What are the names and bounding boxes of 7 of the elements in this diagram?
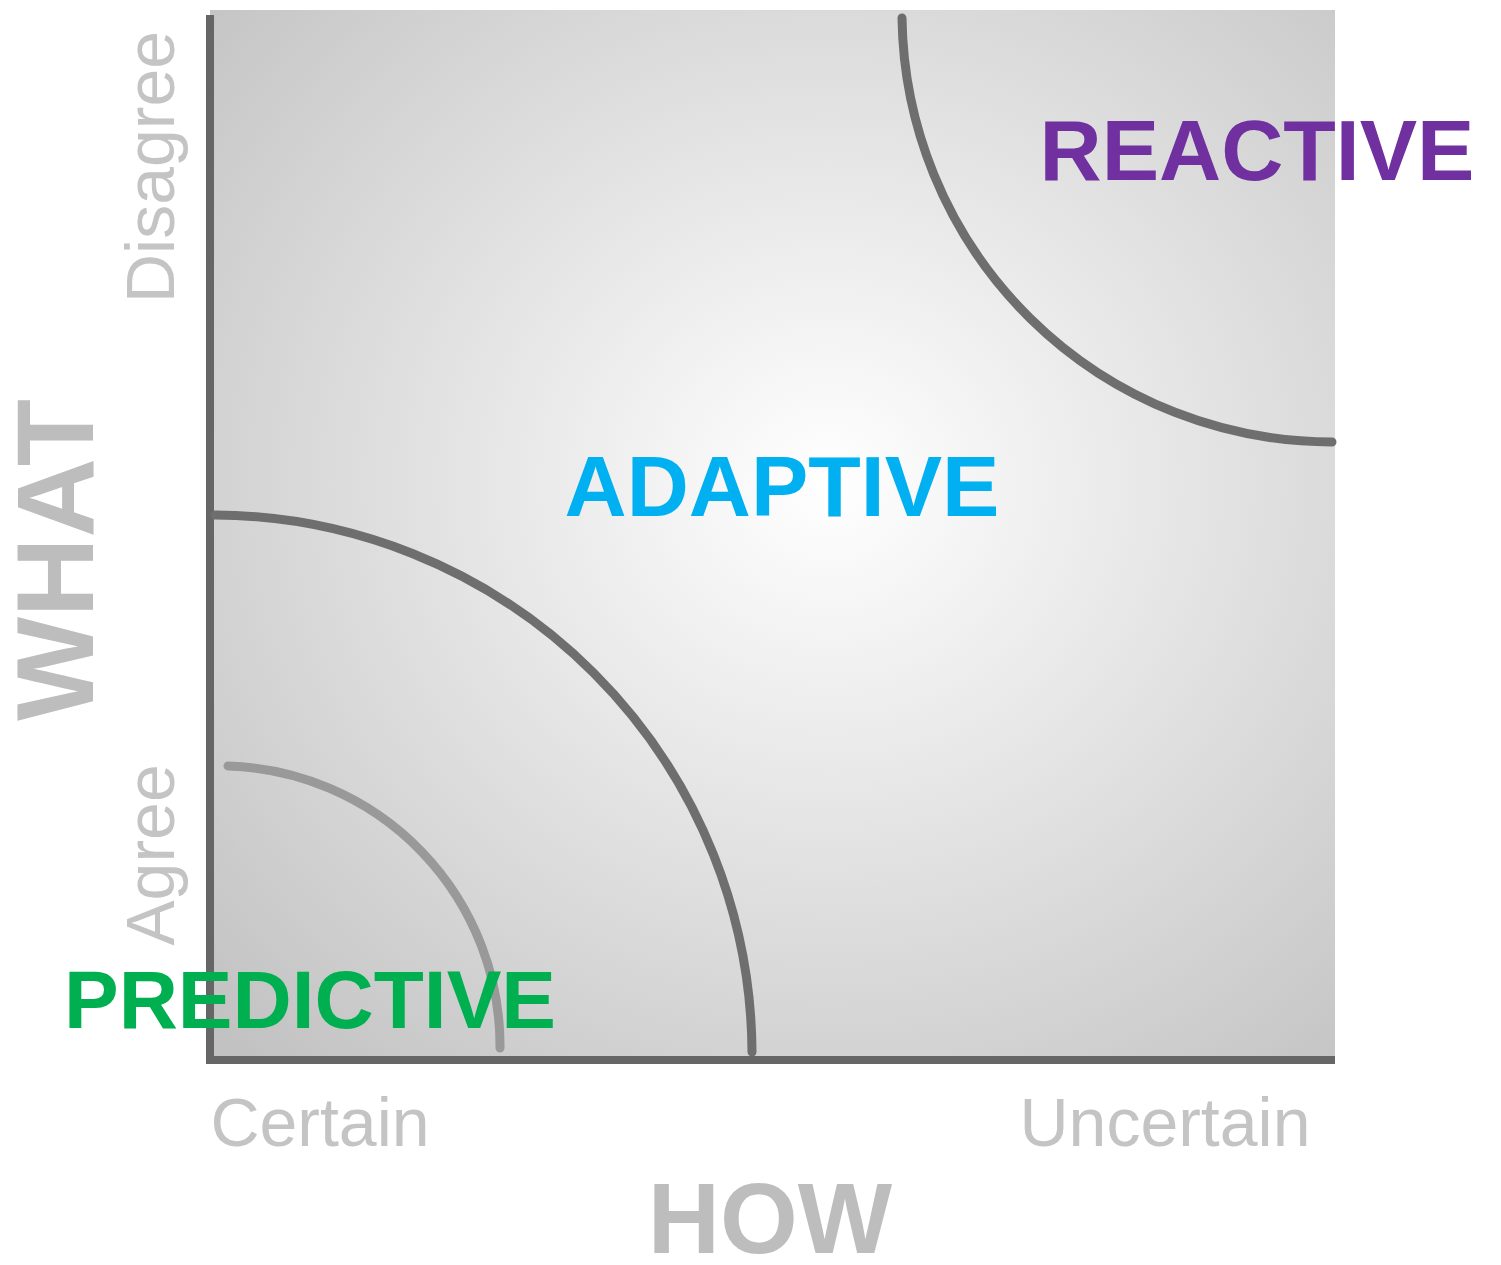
axis-end-label: Certain [210,1088,430,1156]
zone-label: REACTIVE [1039,107,1475,193]
axis-end-label: Uncertain [1019,1088,1311,1156]
axis-title: HOW [647,1168,893,1265]
zone-label: ADAPTIVE [564,443,1000,529]
zone-label: PREDICTIVE [63,959,557,1041]
axis-title: WHAT [0,399,110,721]
